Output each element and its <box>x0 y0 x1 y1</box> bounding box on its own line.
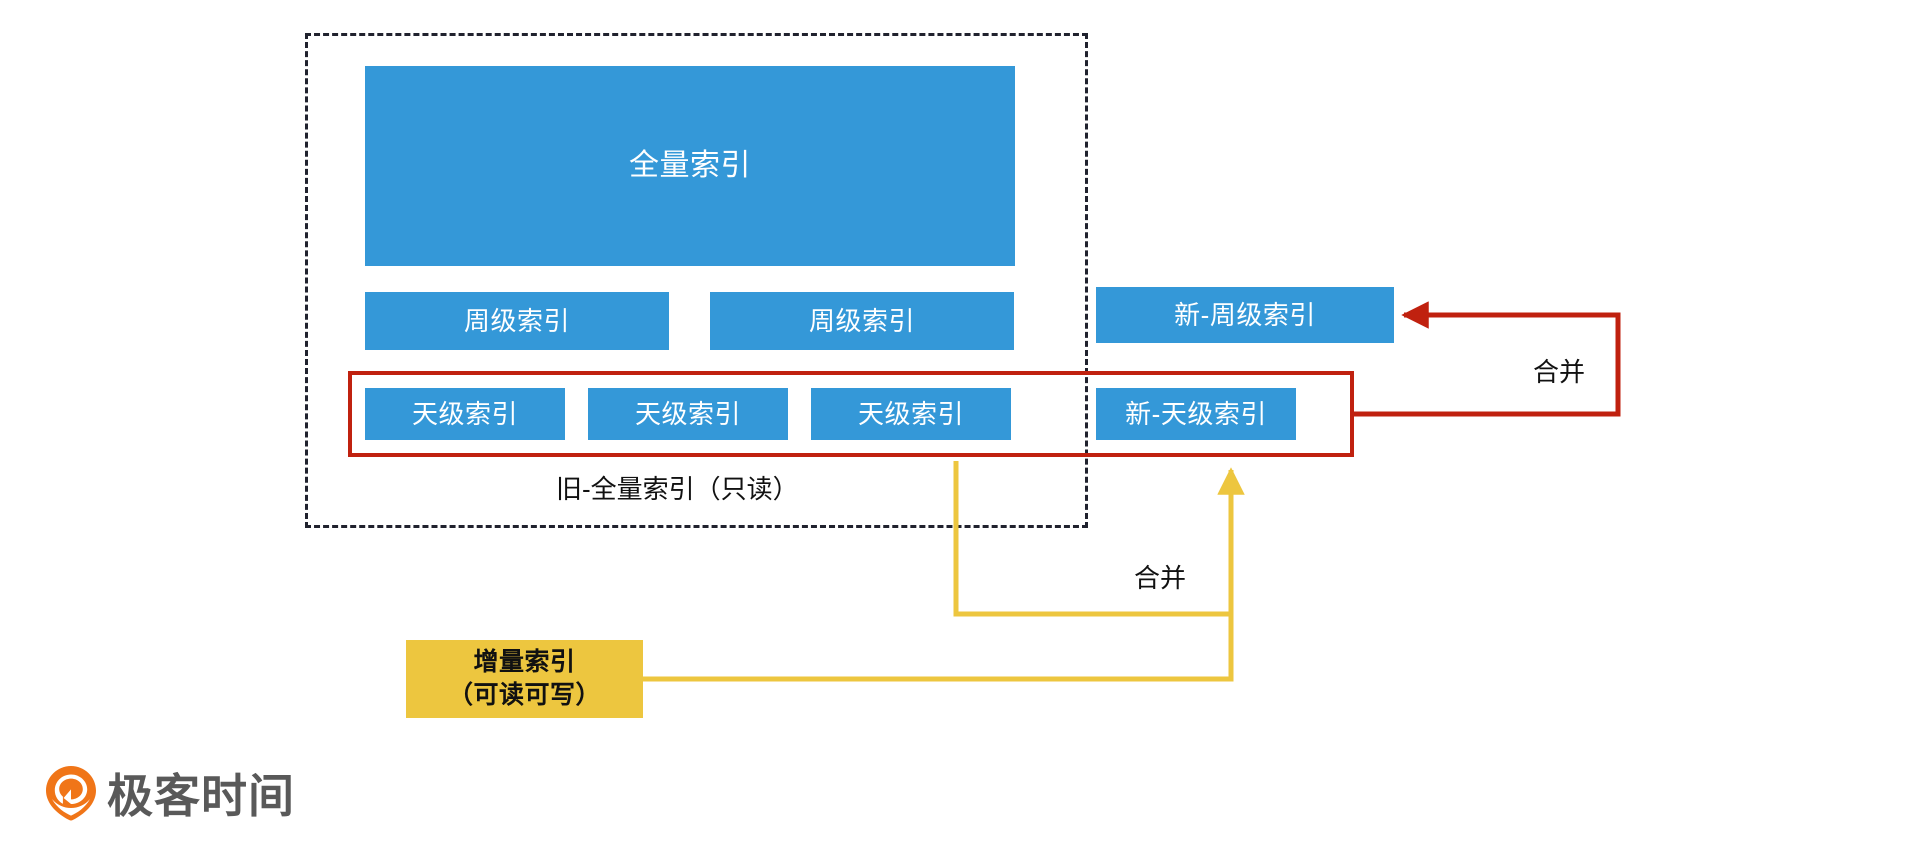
incremental-line-2: （可读可写） <box>447 681 601 709</box>
box-daily-index-3[interactable]: 天级索引 <box>811 388 1011 440</box>
box-daily-index-1[interactable]: 天级索引 <box>365 388 565 440</box>
box-weekly-index-1[interactable]: 周级索引 <box>365 292 669 350</box>
box-new-weekly-index[interactable]: 新-周级索引 <box>1096 287 1394 343</box>
geekbang-logo-text: 极客时间 <box>107 769 295 823</box>
incremental-line-1: 增量索引 <box>473 647 576 676</box>
geekbang-pin-icon <box>45 765 97 821</box>
box-new-daily-index[interactable]: 新-天级索引 <box>1096 388 1296 440</box>
box-daily-index-2[interactable]: 天级索引 <box>588 388 788 440</box>
merge-scope-daily-region <box>348 371 1354 457</box>
box-incremental-index[interactable]: 增量索引 （可读可写） <box>406 640 643 718</box>
old-full-index-caption: 旧-全量索引（只读） <box>556 474 799 504</box>
box-full-index[interactable]: 全量索引 <box>365 66 1015 266</box>
merge-label-amber: 合并 <box>1134 563 1187 593</box>
merge-label-red: 合并 <box>1533 357 1586 387</box>
geekbang-logo: 极客时间 <box>45 760 295 826</box>
box-weekly-index-2[interactable]: 周级索引 <box>710 292 1014 350</box>
